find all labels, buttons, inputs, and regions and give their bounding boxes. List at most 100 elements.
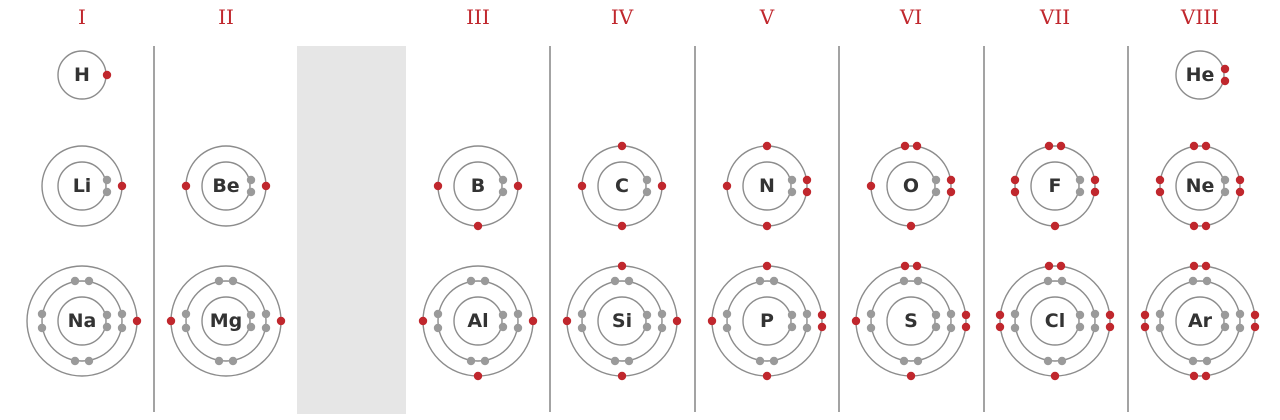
- electron-shell: [1159, 145, 1241, 227]
- inner-electron: [787, 187, 797, 197]
- group-label: II: [218, 5, 234, 29]
- valence-electron: [1201, 371, 1211, 381]
- inner-electron: [433, 309, 443, 319]
- inner-electron: [246, 310, 256, 320]
- inner-electron: [642, 175, 652, 185]
- valence-electron: [946, 187, 956, 197]
- nucleus: [453, 296, 503, 346]
- inner-electron: [246, 187, 256, 197]
- inner-electron: [84, 276, 94, 286]
- nucleus: [201, 161, 251, 211]
- group-label: VIII: [1180, 5, 1219, 29]
- nucleus: [57, 296, 107, 346]
- inner-electron: [1075, 175, 1085, 185]
- inner-electron: [1090, 309, 1100, 319]
- valence-electron: [1044, 261, 1054, 271]
- inner-electron: [84, 356, 94, 366]
- valence-electron: [1090, 187, 1100, 197]
- inner-electron: [657, 323, 667, 333]
- inner-electron: [37, 323, 47, 333]
- inner-electron: [642, 187, 652, 197]
- atom-li: Li: [41, 145, 127, 227]
- valence-electron: [617, 371, 627, 381]
- element-symbol: He: [1186, 64, 1215, 86]
- inner-electron: [624, 276, 634, 286]
- valence-electron: [762, 371, 772, 381]
- inner-electron: [899, 276, 909, 286]
- valence-electron: [617, 221, 627, 231]
- inner-electron: [1188, 276, 1198, 286]
- group-label: VII: [1039, 5, 1070, 29]
- inner-electron: [1155, 323, 1165, 333]
- nucleus: [1175, 296, 1225, 346]
- inner-electron: [228, 356, 238, 366]
- inner-electron: [181, 309, 191, 319]
- electron-shell: [870, 280, 952, 362]
- element-symbol: F: [1049, 175, 1062, 197]
- element-symbol: Cl: [1045, 310, 1065, 332]
- atom-f: F: [1010, 141, 1100, 231]
- valence-electron: [433, 181, 443, 191]
- inner-electron: [769, 356, 779, 366]
- transition-metal-gap: [297, 46, 406, 414]
- valence-electron: [1010, 175, 1020, 185]
- element-symbol: Mg: [210, 310, 243, 332]
- nucleus: [742, 161, 792, 211]
- atom-b: B: [433, 145, 523, 231]
- inner-electron: [214, 356, 224, 366]
- valence-electron: [1220, 64, 1230, 74]
- electron-shell: [185, 280, 267, 362]
- inner-electron: [1057, 276, 1067, 286]
- inner-electron: [1043, 276, 1053, 286]
- valence-electron: [1235, 175, 1245, 185]
- atom-p: P: [707, 261, 827, 381]
- valence-electron: [762, 221, 772, 231]
- atom-be: Be: [181, 145, 271, 227]
- inner-electron: [1202, 276, 1212, 286]
- element-symbol: Ar: [1188, 310, 1213, 332]
- inner-electron: [1220, 175, 1230, 185]
- atom-o: O: [866, 141, 956, 231]
- valence-electron: [762, 261, 772, 271]
- inner-electron: [1075, 310, 1085, 320]
- inner-electron: [117, 309, 127, 319]
- inner-electron: [480, 276, 490, 286]
- inner-electron: [610, 276, 620, 286]
- valence-electron: [473, 221, 483, 231]
- valence-electron: [1201, 261, 1211, 271]
- electron-shell: [1144, 265, 1256, 377]
- nucleus: [201, 296, 251, 346]
- valence-electron: [995, 322, 1005, 332]
- valence-electron: [617, 261, 627, 271]
- inner-electron: [1188, 356, 1198, 366]
- valence-electron: [851, 316, 861, 326]
- valence-electron: [473, 371, 483, 381]
- element-symbol: H: [74, 64, 90, 86]
- inner-electron: [1043, 356, 1053, 366]
- inner-electron: [577, 323, 587, 333]
- valence-electron: [906, 221, 916, 231]
- atom-he: He: [1175, 50, 1230, 100]
- element-symbol: O: [903, 175, 919, 197]
- valence-electron: [1155, 175, 1165, 185]
- inner-electron: [102, 322, 112, 332]
- inner-electron: [769, 276, 779, 286]
- electron-shell: [1159, 280, 1241, 362]
- electron-shell: [1014, 280, 1096, 362]
- inner-electron: [214, 276, 224, 286]
- valence-electron: [866, 181, 876, 191]
- inner-electron: [946, 323, 956, 333]
- valence-electron: [513, 181, 523, 191]
- inner-electron: [642, 322, 652, 332]
- valence-electron: [1105, 322, 1115, 332]
- element-symbol: S: [904, 310, 918, 332]
- inner-electron: [513, 309, 523, 319]
- valence-electron: [961, 310, 971, 320]
- inner-electron: [513, 323, 523, 333]
- inner-electron: [787, 310, 797, 320]
- element-symbol: Li: [73, 175, 92, 197]
- nucleus: [1175, 50, 1225, 100]
- valence-electron: [906, 371, 916, 381]
